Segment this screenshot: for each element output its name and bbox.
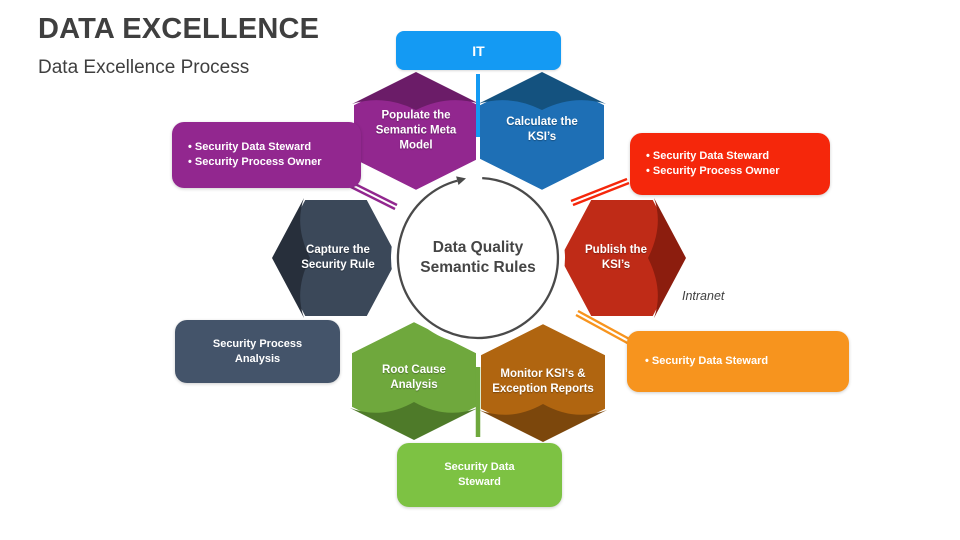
center-disc xyxy=(391,171,565,345)
role-box-bottom-left: Security Process Analysis xyxy=(175,320,340,383)
intranet-note: Intranet xyxy=(682,289,725,303)
connector-right-stroke xyxy=(575,313,632,347)
hexagon-root-cause-fold xyxy=(350,402,478,440)
role-item: Security Data Steward xyxy=(646,149,769,164)
hexagon-root-cause-label: Root Cause Analysis xyxy=(382,364,446,391)
hexagon-monitor-fold xyxy=(479,404,607,442)
hexagon-root-cause xyxy=(348,317,480,443)
role-item: Security Process Owner xyxy=(188,155,322,170)
role-item: Security Data Steward xyxy=(645,354,768,369)
connector-top-right-stroke2 xyxy=(570,177,628,203)
role-box-top-right: Security Data Steward Security Process O… xyxy=(630,133,830,195)
slide-title: DATA EXCELLENCE xyxy=(38,13,320,45)
cycle-arrow-ring xyxy=(396,176,560,340)
connector-bottom-left-line xyxy=(335,313,381,340)
connector-top-right-stroke xyxy=(572,181,630,207)
role-box-right: Security Data Steward xyxy=(627,331,849,392)
hexagon-calculate xyxy=(476,69,608,195)
connector-right-line xyxy=(575,309,634,347)
hexagon-publish-label: Publish the KSI’s xyxy=(585,244,647,271)
hexagon-capture-label: Capture the Security Rule xyxy=(301,244,375,271)
role-label: Security Data Steward xyxy=(444,461,515,488)
hexagon-capture xyxy=(269,196,403,320)
hexagon-populate-fold xyxy=(352,72,480,110)
role-item: Security Process Owner xyxy=(646,164,780,179)
connector-right-casing xyxy=(575,309,634,347)
connector-top-right-casing xyxy=(570,177,630,207)
it-tag-label: IT xyxy=(472,42,485,59)
hexagon-calculate-label: Calculate the KSI’s xyxy=(506,116,578,143)
center-label: Data Quality Semantic Rules xyxy=(420,239,536,276)
slide-subtitle: Data Excellence Process xyxy=(38,57,250,78)
hexagon-publish-fold xyxy=(648,198,686,318)
connector-top-right-line xyxy=(570,177,630,207)
role-box-bottom: Security Data Steward xyxy=(397,443,562,507)
hexagon-monitor-label: Monitor KSI’s & Exception Reports xyxy=(492,368,594,395)
hexagon-publish xyxy=(555,196,689,320)
hexagon-populate-label: Populate the Semantic Meta Model xyxy=(375,109,457,152)
connector-bottom-left-stroke xyxy=(337,318,381,340)
hexagon-calculate-fold xyxy=(478,72,606,110)
role-box-top-left: Security Data Steward Security Process O… xyxy=(172,122,361,188)
role-label: Security Process Analysis xyxy=(212,337,303,365)
cycle-arrow-head xyxy=(456,176,466,185)
it-tag: IT xyxy=(396,31,561,70)
role-item: Security Data Steward xyxy=(188,140,311,155)
connector-bottom-left-stroke2 xyxy=(335,313,379,335)
connector-right-stroke2 xyxy=(577,309,634,343)
hexagon-capture-fold xyxy=(272,198,310,318)
